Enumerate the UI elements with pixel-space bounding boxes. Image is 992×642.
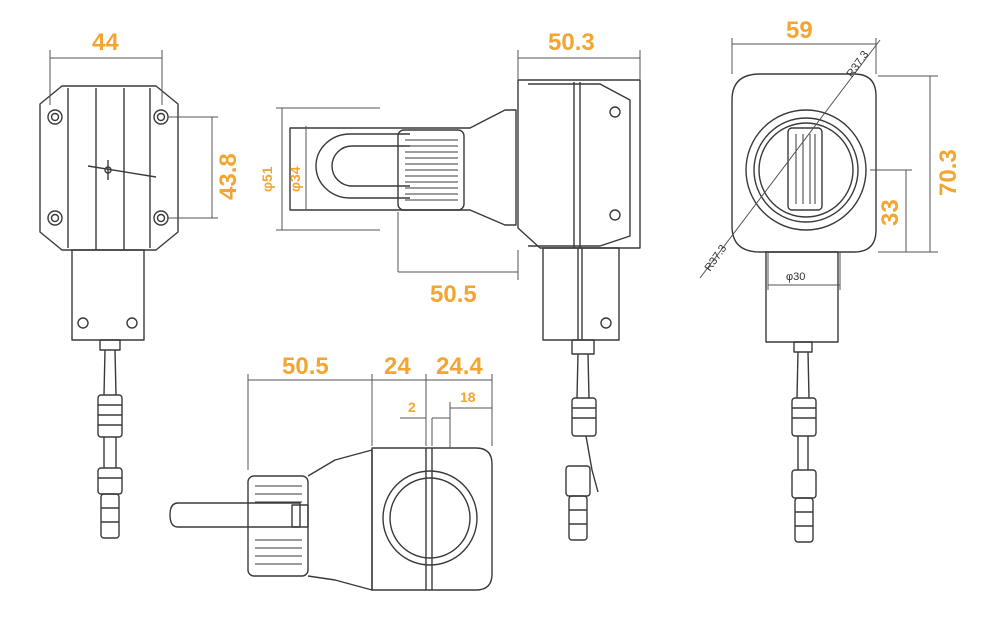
dim-view2-dia-outer: φ51 — [259, 166, 275, 192]
cable-connector — [791, 397, 817, 437]
dimension-lines — [49, 38, 938, 470]
mount-plate — [39, 85, 179, 251]
dim-view3-radius-a: R37.3 — [845, 49, 872, 80]
clamp-block — [517, 79, 641, 249]
dim-view1-height: 43.8 — [215, 153, 242, 200]
dim-view4-gap: 2 — [408, 399, 416, 415]
lower-stem — [542, 247, 620, 341]
cable-connector — [571, 397, 597, 437]
side-view — [289, 79, 641, 541]
screw-hole — [153, 109, 169, 125]
dim-view1-width: 44 — [92, 29, 119, 56]
lower-housing — [71, 249, 145, 341]
dim-view3-dia: φ30 — [786, 271, 805, 283]
dim-view3-offset: 33 — [877, 199, 904, 226]
dim-view2-dia-inner: φ34 — [287, 166, 303, 192]
cable-connector — [97, 394, 123, 438]
dim-view4-length: 50.5 — [282, 353, 329, 380]
screw-hole — [153, 210, 169, 226]
top-arm — [169, 502, 301, 528]
front-view — [39, 85, 179, 539]
end-view — [731, 73, 877, 543]
heatsink — [397, 129, 465, 211]
top-heatsink — [247, 475, 309, 577]
end-stem — [765, 251, 839, 343]
end-housing — [731, 73, 877, 253]
dim-view2-width: 50.3 — [548, 29, 595, 56]
dim-view3-height: 70.3 — [935, 149, 962, 196]
dim-view3-width: 59 — [786, 17, 813, 44]
u-arm — [315, 133, 410, 199]
dim-view4-depth: 18 — [460, 389, 476, 405]
barrel-body — [289, 109, 517, 226]
top-view — [169, 447, 493, 591]
dim-view3-radius-b: R37.3 — [703, 243, 730, 274]
clamp-bore — [382, 470, 478, 566]
outer-ring — [745, 109, 867, 231]
dim-view2-length: 50.5 — [430, 281, 477, 308]
dim-view4-clamp: 24 — [384, 353, 411, 380]
lens-bar — [787, 127, 823, 211]
screw-hole — [47, 109, 63, 125]
screw-hole — [47, 210, 63, 226]
dim-view4-total: 24.4 — [436, 353, 483, 380]
top-clamp-block — [371, 447, 493, 591]
